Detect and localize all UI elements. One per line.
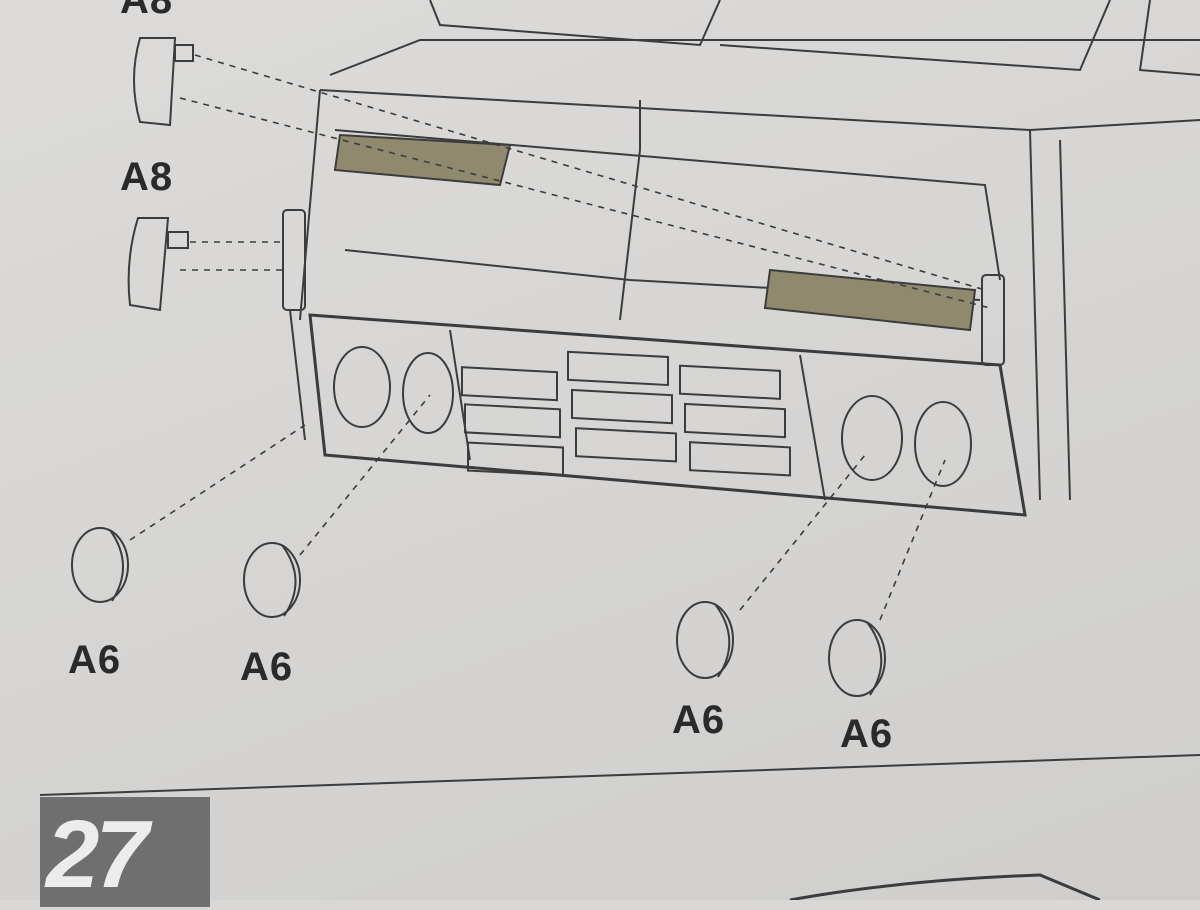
- side-light-part-a8-bottom: [127, 217, 189, 312]
- vent-left: [333, 133, 512, 187]
- step-divider: [39, 754, 1200, 796]
- lens-parts-a6: [71, 527, 886, 697]
- headlights: [333, 346, 972, 487]
- part-label-a6-1: A6: [68, 638, 122, 682]
- side-light-mount-left: [282, 209, 306, 311]
- vent-right: [763, 268, 977, 332]
- step-number-box: [40, 797, 210, 907]
- next-step-part: [789, 873, 1101, 900]
- assembly-guide-lines: [129, 54, 991, 621]
- grille: [308, 313, 1027, 517]
- cab-roof: [319, 0, 1200, 501]
- side-light-part-a8-top: [133, 37, 194, 127]
- part-label-a6-2: A6: [240, 645, 294, 689]
- step-number: 27: [46, 801, 149, 908]
- part-label-a8-top: A8: [120, 0, 174, 22]
- part-label-a6-3: A6: [672, 698, 726, 742]
- part-label-a6-4: A6: [840, 712, 894, 756]
- side-light-mount-right: [981, 274, 1005, 366]
- part-label-a8: A8: [120, 155, 174, 199]
